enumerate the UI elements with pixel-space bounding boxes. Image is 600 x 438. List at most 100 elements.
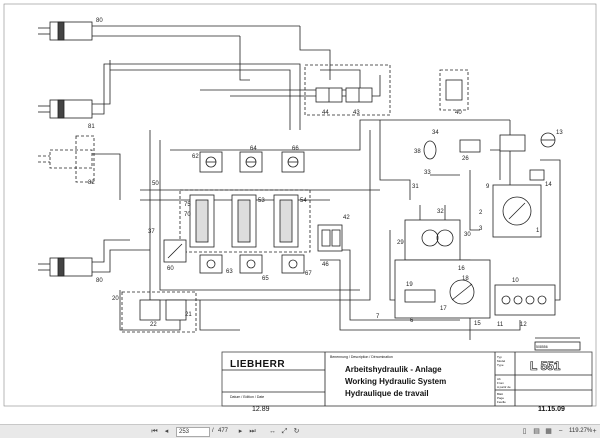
component-label: 81 bbox=[88, 124, 95, 130]
title-block bbox=[221, 337, 593, 407]
cooler-14 bbox=[529, 169, 545, 181]
cylinder-82 bbox=[38, 135, 95, 183]
component-label: 10 bbox=[512, 278, 519, 284]
component-label: 60 bbox=[167, 266, 174, 272]
control-unit-16-19 bbox=[394, 259, 491, 319]
valve-66 bbox=[281, 151, 305, 173]
component-label: 13 bbox=[556, 130, 563, 136]
cylinder-81 bbox=[38, 99, 93, 119]
valve-60 bbox=[163, 239, 187, 263]
component-label: 17 bbox=[440, 306, 447, 312]
component-label: 15 bbox=[474, 321, 481, 327]
component-label: 22 bbox=[150, 322, 157, 328]
first-page-icon[interactable]: ⏮ bbox=[151, 428, 158, 435]
valve-62 bbox=[199, 151, 223, 173]
page-number-input[interactable]: 253 bbox=[176, 427, 210, 437]
cylinder-80-top bbox=[38, 21, 300, 41]
component-label: 16 bbox=[458, 266, 465, 272]
component-label: 29 bbox=[397, 240, 404, 246]
fit-page-icon[interactable]: ⤢ bbox=[281, 428, 288, 435]
sheet-label: Page bbox=[497, 396, 504, 400]
tank-9 bbox=[499, 134, 526, 152]
component-label: 33 bbox=[424, 170, 431, 176]
component-label: 19 bbox=[406, 282, 413, 288]
component-label: 6 bbox=[410, 318, 414, 324]
pilot-block-32 bbox=[404, 219, 461, 261]
total-pages: 477 bbox=[218, 428, 229, 434]
component-label: 14 bbox=[545, 182, 552, 188]
component-label: 46 bbox=[322, 262, 329, 268]
component-label: 3 bbox=[479, 226, 483, 232]
component-label: 54 bbox=[300, 198, 307, 204]
filter-13 bbox=[540, 132, 556, 148]
valve-20-22 bbox=[121, 291, 197, 333]
sheet-number: 11.15.09 bbox=[538, 406, 565, 413]
designation-label: Benennung / Description / Dénomination bbox=[330, 355, 393, 359]
component-label: 67 bbox=[305, 271, 312, 277]
drawing-code: 508556 bbox=[536, 345, 548, 349]
title-en: Working Hydraulic System bbox=[345, 377, 446, 386]
component-label: 2 bbox=[479, 210, 483, 216]
cylinder-80-bottom bbox=[38, 257, 93, 277]
component-label: 66 bbox=[292, 146, 299, 152]
component-label: 50 bbox=[152, 181, 159, 187]
title-fr: Hydraulique de travail bbox=[345, 389, 429, 398]
model-name: L 551 bbox=[530, 359, 561, 373]
component-label: 75 bbox=[184, 202, 191, 208]
from-label: From bbox=[497, 381, 505, 385]
component-label: 70 bbox=[184, 212, 191, 218]
previous-page-icon[interactable]: ◂ bbox=[164, 428, 169, 435]
pump-1 bbox=[492, 184, 542, 238]
component-label: 7 bbox=[376, 314, 380, 320]
brand-logo: LIEBHERR bbox=[230, 359, 285, 370]
valve-42-46 bbox=[317, 224, 343, 252]
component-label: 80 bbox=[96, 278, 103, 284]
valve-block-53 bbox=[231, 194, 257, 248]
sheet-label: Blatt bbox=[497, 392, 503, 396]
valve-block-54 bbox=[273, 194, 299, 248]
component-label: 38 bbox=[414, 149, 421, 155]
type-label: Model bbox=[497, 359, 506, 363]
title-de: Arbeitshydraulik - Anlage bbox=[345, 365, 442, 374]
component-label: 42 bbox=[343, 215, 350, 221]
valve-44 bbox=[315, 87, 343, 103]
zoom-in-icon[interactable]: + bbox=[592, 428, 597, 435]
component-label: 64 bbox=[250, 146, 257, 152]
valve-40 bbox=[439, 69, 469, 111]
edition-date: 12.89 bbox=[252, 406, 270, 413]
component-label: 18 bbox=[462, 276, 469, 282]
sheet-label: Feuille bbox=[497, 400, 506, 404]
component-label: 65 bbox=[262, 276, 269, 282]
component-label: 20 bbox=[112, 296, 119, 302]
next-page-icon[interactable]: ▸ bbox=[238, 428, 243, 435]
component-label: 11 bbox=[497, 322, 504, 328]
component-label: 1 bbox=[536, 228, 540, 234]
from-label: Ab bbox=[497, 377, 501, 381]
zoom-out-icon[interactable]: − bbox=[558, 428, 563, 435]
component-label: 62 bbox=[192, 154, 199, 160]
component-label: 80 bbox=[96, 18, 103, 24]
valve-43 bbox=[345, 87, 373, 103]
valve-67 bbox=[281, 254, 305, 274]
last-page-icon[interactable]: ⏭ bbox=[249, 428, 256, 435]
fit-width-icon[interactable]: ↔ bbox=[269, 428, 276, 435]
engine-block-10 bbox=[494, 284, 556, 316]
component-label: 82 bbox=[88, 180, 95, 186]
rotate-icon[interactable]: ↻ bbox=[293, 428, 300, 435]
pressure-switch-26 bbox=[459, 139, 481, 153]
valve-65 bbox=[239, 254, 263, 274]
component-label: 37 bbox=[148, 229, 155, 235]
zoom-level[interactable]: 119.27% bbox=[569, 428, 593, 434]
grid-view-icon[interactable]: ▦ bbox=[545, 428, 552, 435]
single-page-icon[interactable]: ▯ bbox=[522, 428, 527, 435]
component-label: 30 bbox=[464, 232, 471, 238]
valve-63 bbox=[199, 254, 223, 274]
component-label: 40 bbox=[455, 110, 462, 116]
valve-block-75-70 bbox=[189, 194, 215, 248]
continuous-page-icon[interactable]: ▤ bbox=[533, 428, 540, 435]
component-label: 31 bbox=[412, 184, 419, 190]
type-label: Type bbox=[497, 363, 504, 367]
type-label: Typ bbox=[497, 355, 502, 359]
from-label: A partir de bbox=[497, 385, 511, 389]
component-label: 43 bbox=[353, 110, 360, 116]
